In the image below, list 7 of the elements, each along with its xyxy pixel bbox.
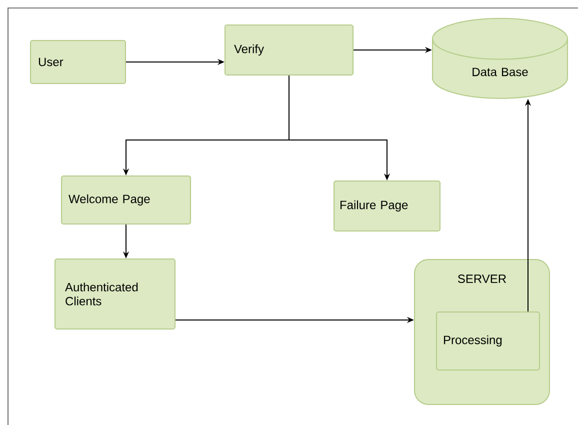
process-box: Failure Page — [334, 180, 440, 232]
process-box: Processing — [436, 312, 540, 370]
database-cylinder: Data Base — [432, 18, 568, 99]
process-box: Welcome Page — [61, 176, 191, 224]
process-box: Authenticated Clients — [54, 258, 176, 330]
process-box: Verify — [224, 24, 354, 76]
process-box: User — [30, 40, 126, 84]
